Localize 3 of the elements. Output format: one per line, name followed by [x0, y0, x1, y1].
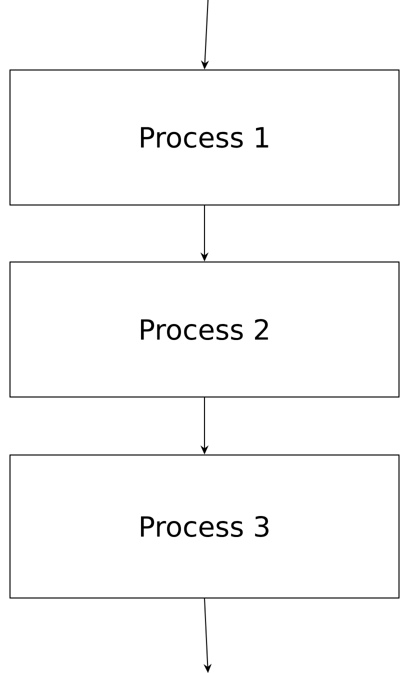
process-box: Process 1 [10, 70, 400, 206]
process-box: Process 3 [10, 454, 400, 598]
process-box: Process 2 [10, 262, 400, 398]
